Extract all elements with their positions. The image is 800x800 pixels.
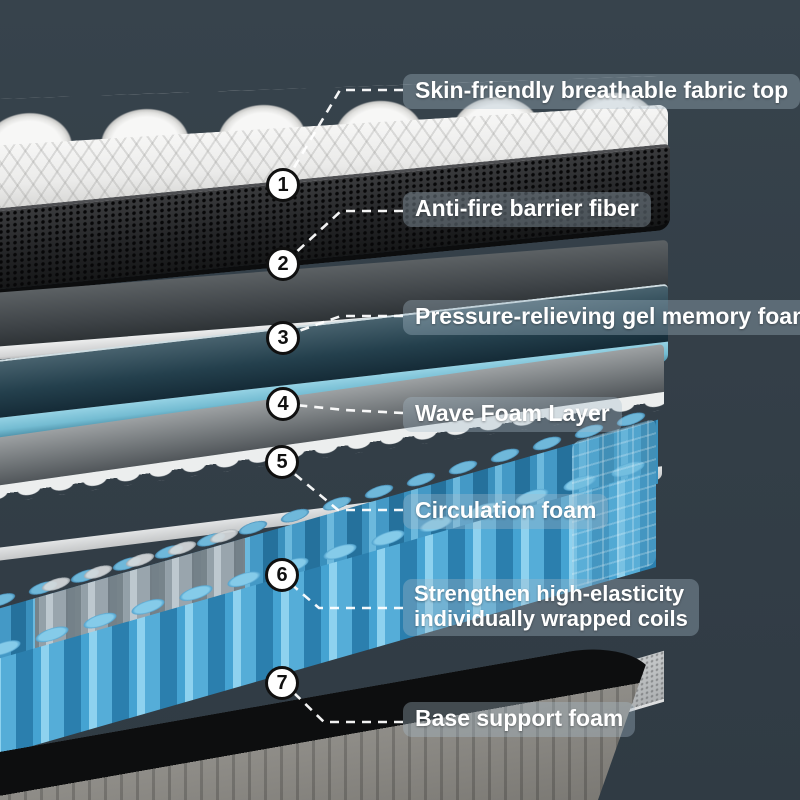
- callout-label-wave-foam: Wave Foam Layer: [403, 397, 622, 432]
- callout-marker-2: 2: [266, 247, 300, 281]
- callout-marker-1: 1: [266, 168, 300, 202]
- callout-label-base-support: Base support foam: [403, 702, 636, 737]
- callout-label-antifire: Anti-fire barrier fiber: [403, 192, 651, 227]
- callout-label-circulation-foam: Circulation foam: [403, 494, 609, 529]
- callout-marker-6: 6: [265, 558, 299, 592]
- callout-marker-5: 5: [265, 445, 299, 479]
- callout-label-fabric-top: Skin-friendly breathable fabric top: [403, 74, 800, 109]
- callout-marker-3: 3: [266, 321, 300, 355]
- callout-label-wrapped-coils: Strengthen high-elasticity individually …: [403, 579, 699, 636]
- callout-marker-4: 4: [266, 387, 300, 421]
- callout-marker-7: 7: [265, 666, 299, 700]
- callout-label-gel-memory-foam: Pressure-relieving gel memory foam: [403, 300, 800, 335]
